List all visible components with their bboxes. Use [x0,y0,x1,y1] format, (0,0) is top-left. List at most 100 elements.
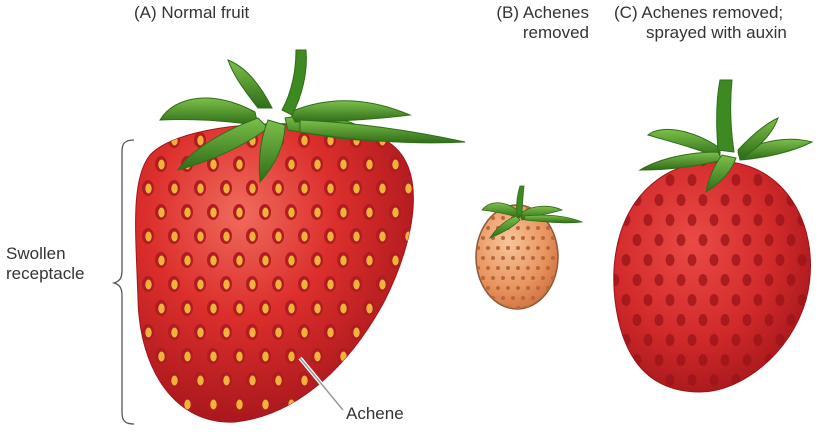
achene-seed [288,256,294,266]
panel-b-title-line-2: removed [467,23,589,43]
dimple [732,254,741,266]
achene-seed [288,400,294,410]
dimple [743,194,752,206]
achene-seed [158,208,164,218]
dimple [655,234,664,246]
empty-pit [536,246,540,250]
dimple [765,354,774,366]
dimple [721,234,730,246]
dimple [655,274,664,286]
dimple [688,294,697,306]
achene-seed [392,208,398,218]
dimple [787,234,796,246]
achene-seed [236,256,242,266]
achene-seed [379,280,385,290]
dimple [633,274,642,286]
dimple [622,374,631,386]
achene-seed [288,208,294,218]
achene-seed [171,328,177,338]
dimple [622,254,631,266]
empty-pit [486,306,490,310]
dimple [677,354,686,366]
achene-seed [366,208,372,218]
dimple [754,214,763,226]
dimple [721,314,730,326]
achene-seed [301,184,307,194]
achene-seed [171,232,177,242]
achene-seed [262,256,268,266]
dimple [798,174,807,186]
achene-seed [288,304,294,314]
empty-pit [516,286,520,290]
dimple [666,214,675,226]
dimple [677,314,686,326]
dimple [743,274,752,286]
achene-seed [223,232,229,242]
empty-pit [546,306,550,310]
achene-seed [366,160,372,170]
dimple [754,334,763,346]
empty-pit [521,236,525,240]
empty-pit [486,226,490,230]
achene-pit [142,372,154,388]
empty-pit [481,216,485,220]
dimple [710,214,719,226]
dimple [699,314,708,326]
achene-seed [301,232,307,242]
dimple [644,294,653,306]
achene-seed [301,280,307,290]
empty-pit [536,226,540,230]
empty-pit [531,256,535,260]
dimple [677,274,686,286]
achene-pit [389,300,401,316]
achene-seed [314,160,320,170]
dimple [721,194,730,206]
achene-seed [314,400,320,410]
empty-pit [486,286,490,290]
empty-pit [546,246,550,250]
dimple [611,354,620,366]
achene-seed [184,256,190,266]
dimple [655,194,664,206]
achene-seed [210,160,216,170]
panel-b-title: (B) Achenes removed [467,3,589,43]
empty-pit [536,286,540,290]
achene-seed [210,304,216,314]
empty-pit [541,236,545,240]
achene-seed [327,328,333,338]
panel-c-title-line-1: (C) Achenes removed; [614,3,787,23]
achene-seed [210,400,216,410]
dimple [754,294,763,306]
achene-seed [184,304,190,314]
dimple [798,374,807,386]
achene-seed [340,256,346,266]
achene-label: Achene [346,404,404,424]
dimple [710,334,719,346]
dimple [754,174,763,186]
panel-c-title: (C) Achenes removed; sprayed with auxin [614,3,787,43]
dimple [666,334,675,346]
achene-seed [236,208,242,218]
achene-seed [171,376,177,386]
dimple [688,374,697,386]
dimple [765,274,774,286]
empty-pit [551,256,555,260]
dimple [754,254,763,266]
achene-seed [327,232,333,242]
empty-pit [556,226,560,230]
achene-seed [223,376,229,386]
empty-pit [541,256,545,260]
achene-seed [314,352,320,362]
dimple [809,154,818,166]
achene-seed [210,352,216,362]
dimple [633,154,642,166]
achene-seed [197,232,203,242]
achene-seed [145,328,151,338]
empty-pit [486,266,490,270]
dimple [699,274,708,286]
achene-seed [158,160,164,170]
empty-pit [551,296,555,300]
dimple [622,174,631,186]
achene-seed [262,352,268,362]
dimple [765,194,774,206]
